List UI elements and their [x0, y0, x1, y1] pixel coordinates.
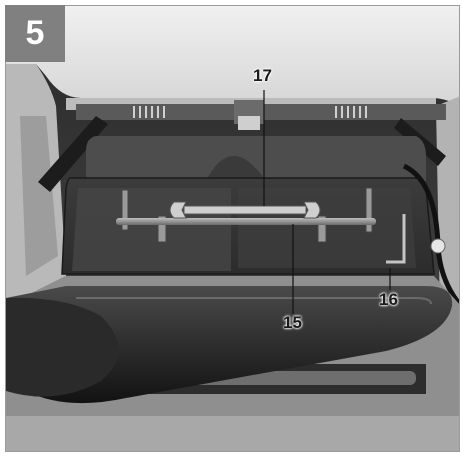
front-handle-knob	[6, 297, 119, 397]
spring-left	[133, 106, 165, 118]
allen-key	[386, 214, 406, 264]
holder-rod	[116, 218, 376, 225]
spring-right	[335, 106, 367, 118]
inner-casting-arch	[206, 156, 266, 181]
callout-leaders	[263, 90, 391, 314]
center-block-highlight	[238, 116, 260, 130]
bottom-plate	[6, 416, 459, 451]
callout-16: 16	[379, 290, 398, 309]
front-handle-highlight	[76, 297, 432, 305]
left-arm	[38, 116, 108, 192]
cable-connector	[430, 238, 446, 254]
front-handle	[6, 286, 453, 404]
top-cover	[6, 6, 459, 105]
machine-photo	[5, 5, 460, 452]
tray-right-panel	[238, 188, 416, 268]
inner-casting	[86, 136, 426, 181]
machine-illustration	[6, 6, 459, 451]
tray-raised-panel	[72, 188, 231, 271]
figure-number-badge: 5	[5, 5, 65, 62]
callout-15: 15	[283, 313, 302, 332]
wrench	[169, 201, 321, 219]
figure-number: 5	[25, 14, 45, 52]
left-side-panel-inner	[20, 116, 58, 276]
rod-clips	[121, 187, 373, 243]
callout-17: 17	[253, 66, 272, 85]
